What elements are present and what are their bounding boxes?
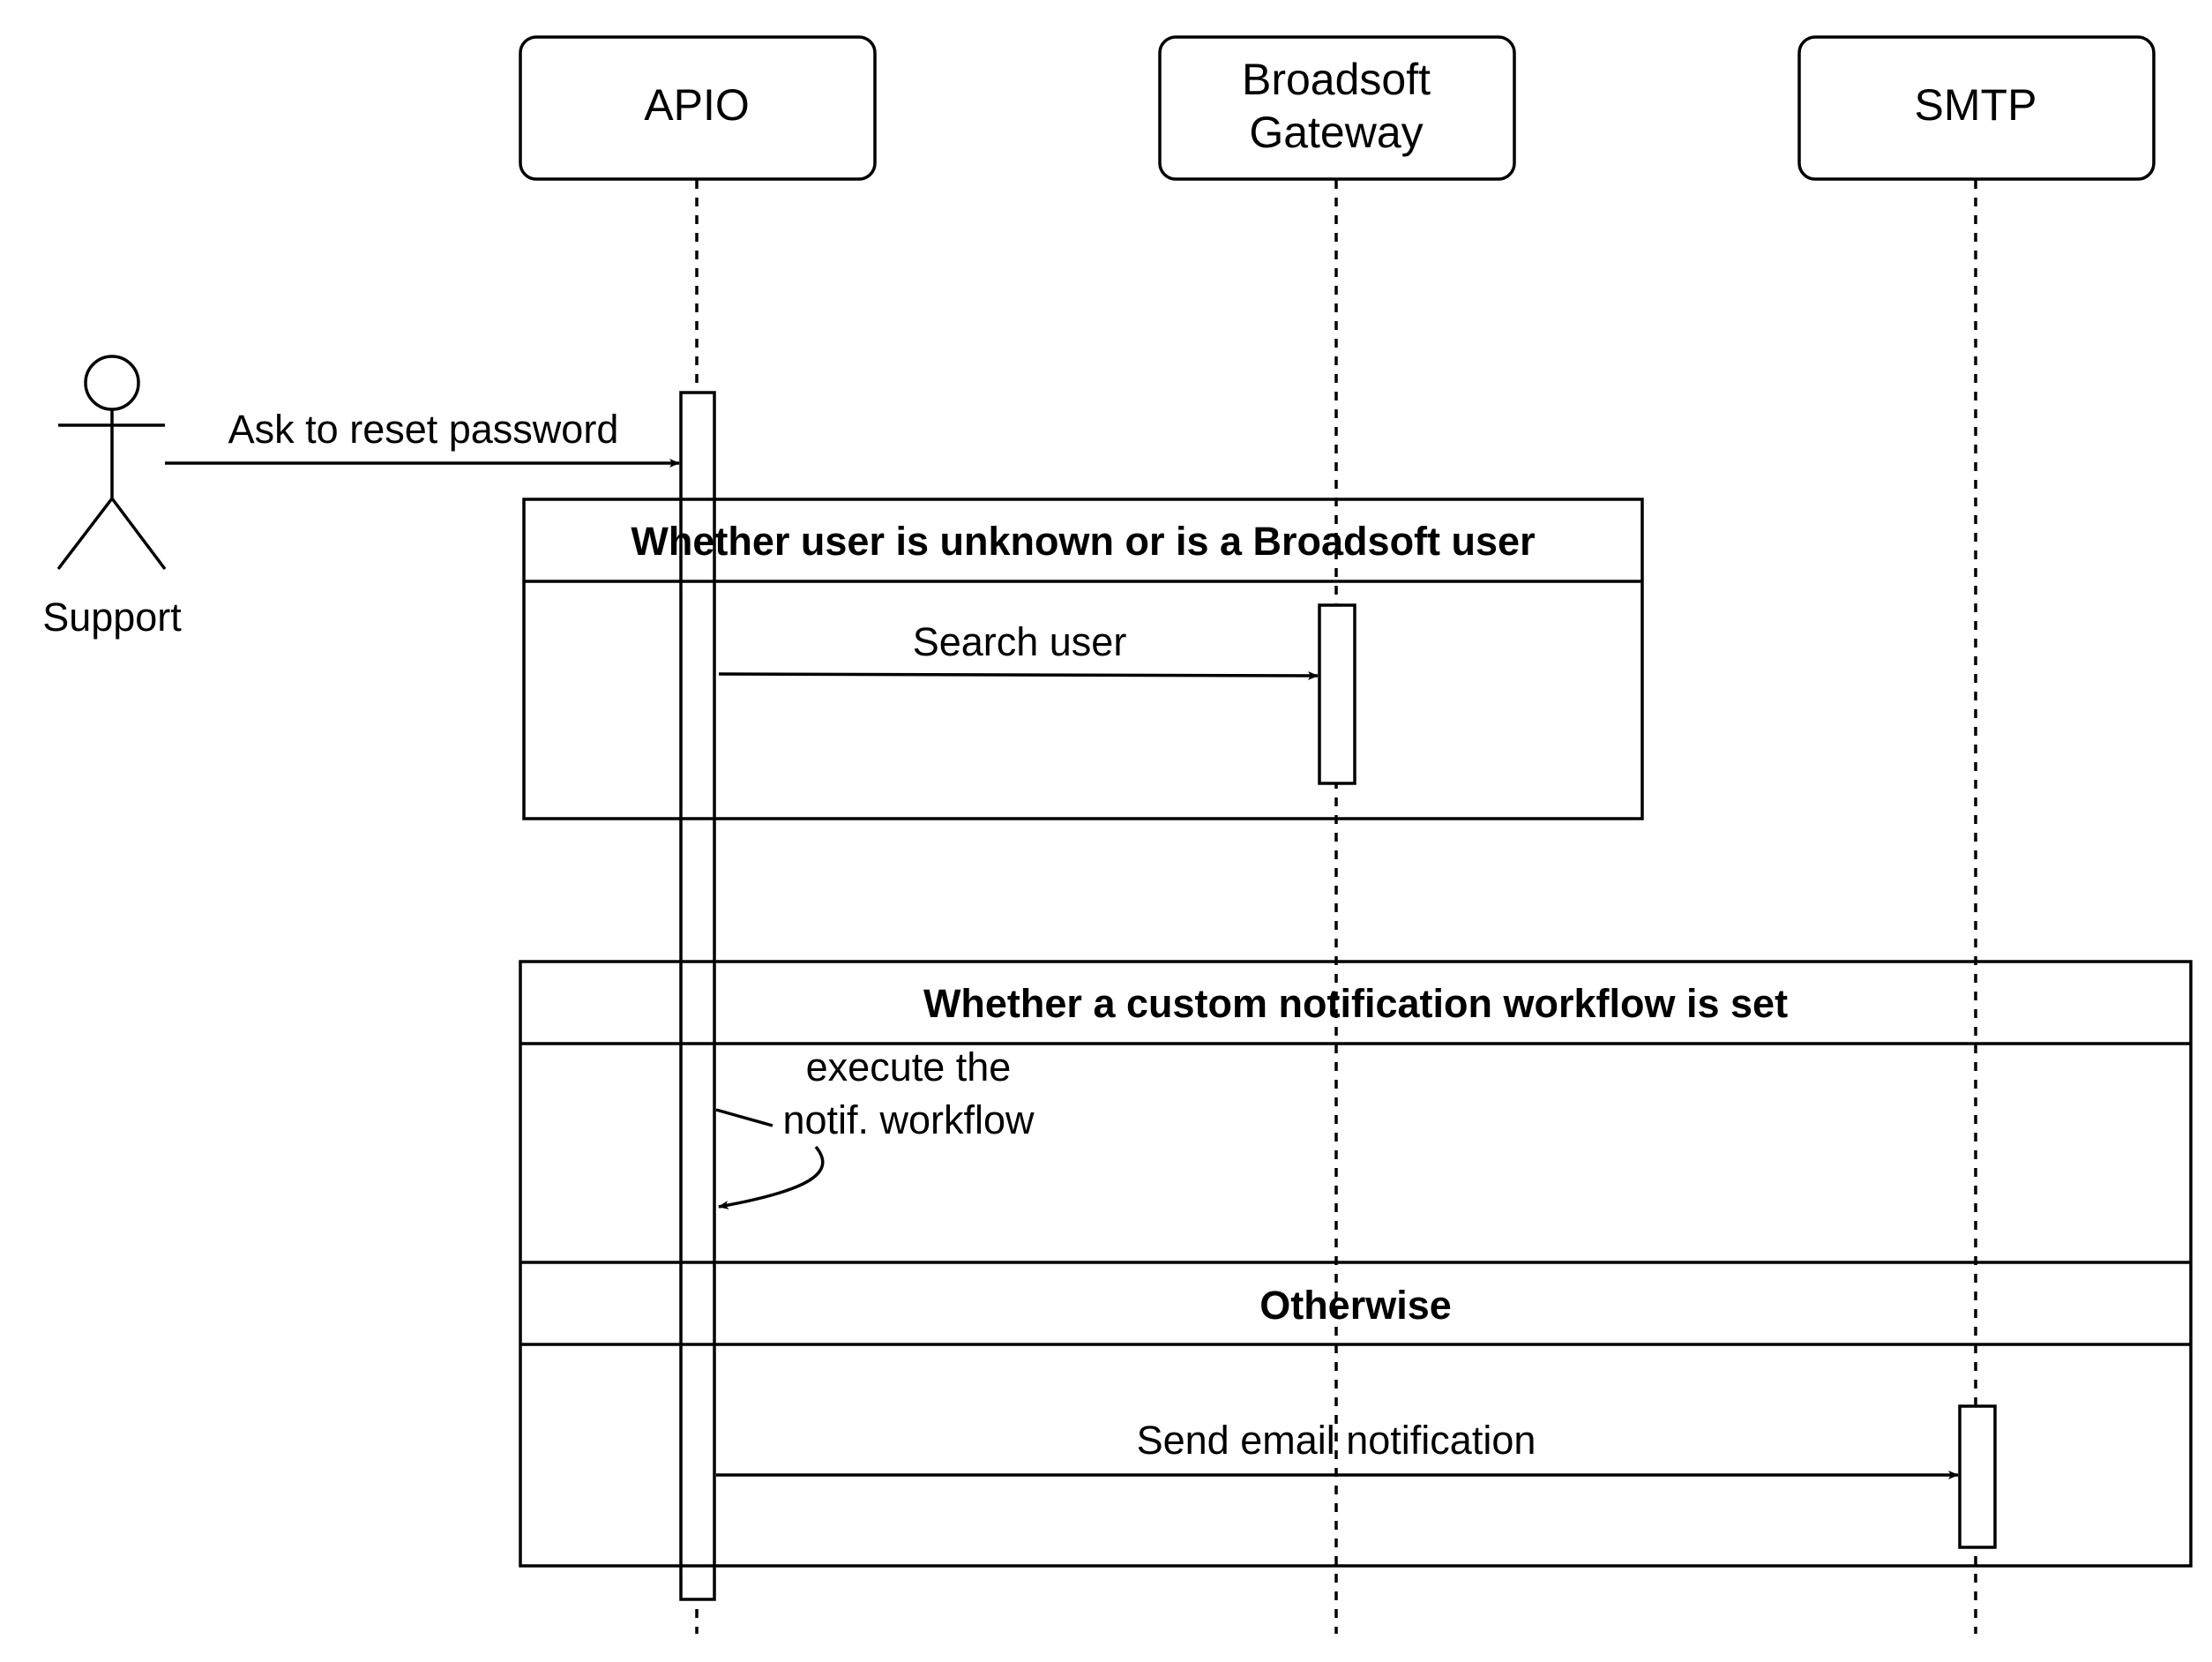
execute-workflow-label-line2: notif. workflow: [782, 1097, 1035, 1142]
reset-password-label: Ask to reset password: [228, 407, 619, 452]
search-user-label: Search user: [913, 619, 1127, 664]
broadsoft-activation-bar: [1318, 603, 1356, 785]
smtp-activation-bar: [1958, 1404, 1997, 1549]
participant-smtp-label: SMTP: [1915, 80, 2037, 130]
participant-broadsoft-label-line1: Broadsoft: [1242, 55, 1431, 104]
frame-otherwise-title: Otherwise: [1259, 1283, 1452, 1328]
frame-workflow-check: Whether a custom notification workflow i…: [519, 960, 2193, 1568]
execute-workflow-arrow: [716, 1108, 825, 1207]
execute-workflow-label-line1: execute the: [806, 1044, 1012, 1089]
participant-apio: APIO: [519, 35, 877, 181]
participant-broadsoft-label-line2: Gateway: [1249, 108, 1423, 157]
participant-broadsoft-gateway: Broadsoft Gateway: [1158, 35, 1516, 181]
support-actor-icon: [56, 355, 167, 571]
support-actor-label: Support: [42, 595, 182, 640]
send-email-label: Send email notification: [1137, 1418, 1536, 1463]
apio-activation-bar: [679, 391, 716, 1601]
participant-apio-label: APIO: [644, 80, 749, 130]
participant-smtp: SMTP: [1797, 35, 2156, 181]
frame-user-check-title: Whether user is unknown or is a Broadsof…: [631, 519, 1535, 564]
search-user-arrow: [718, 670, 1319, 680]
frame-user-check: Whether user is unknown or is a Broadsof…: [522, 498, 1644, 820]
frame-workflow-check-title: Whether a custom notification workflow i…: [923, 981, 1788, 1026]
